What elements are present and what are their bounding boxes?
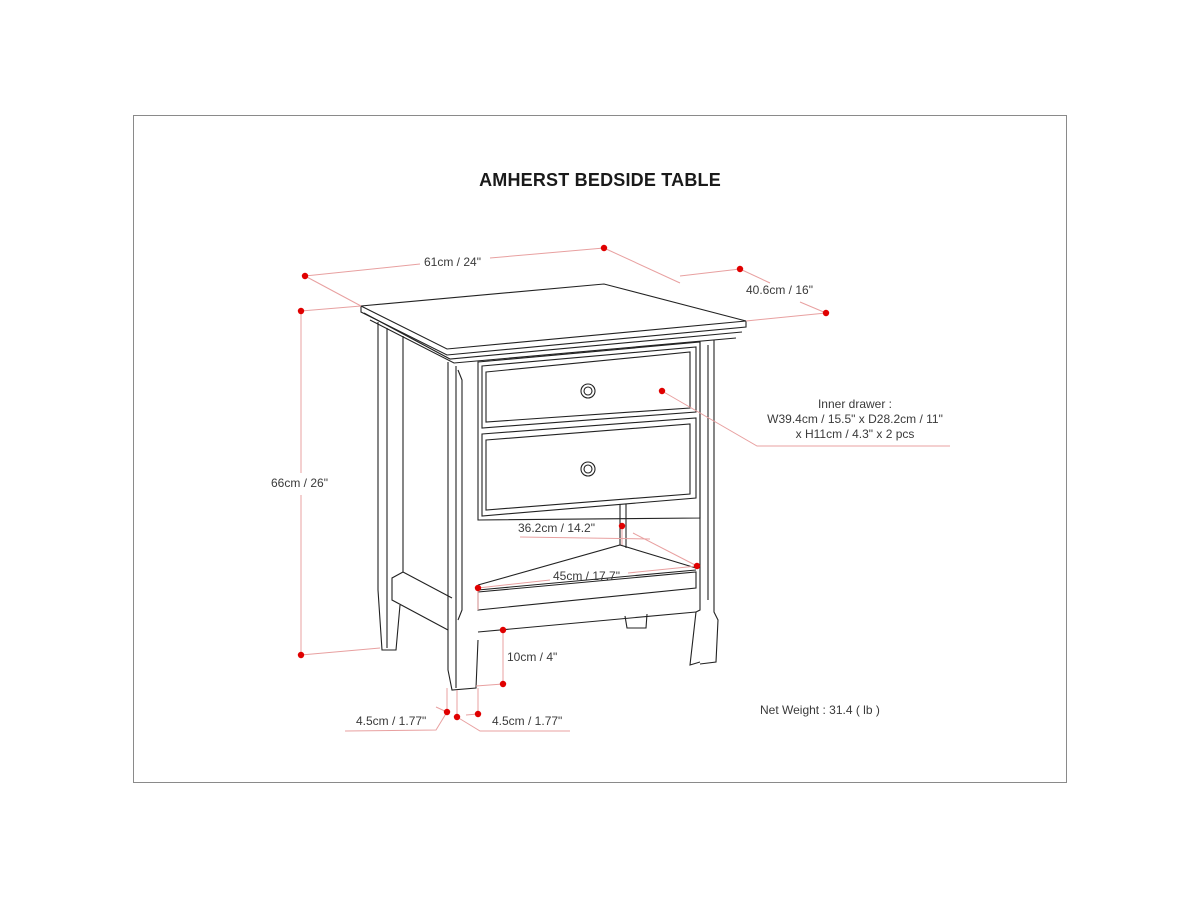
table-outline — [359, 283, 747, 691]
height-label: 66cm / 26" — [271, 476, 328, 490]
net-weight-label: Net Weight : 31.4 ( lb ) — [760, 703, 880, 717]
depth-label: 40.6cm / 16" — [746, 283, 813, 297]
dimension-dots — [297, 244, 830, 721]
width-label: 61cm / 24" — [424, 255, 481, 269]
inner-drawer-line2: x H11cm / 4.3" x 2 pcs — [795, 427, 915, 441]
shelf-width-label: 45cm / 17.7" — [553, 569, 620, 583]
leg-width-right-label: 4.5cm / 1.77" — [492, 714, 563, 728]
leg-width-left-label: 4.5cm / 1.77" — [356, 714, 427, 728]
shelf-depth-label: 36.2cm / 14.2" — [518, 521, 595, 535]
diagram-frame — [133, 115, 1067, 783]
diagram-title: AMHERST BEDSIDE TABLE — [479, 170, 721, 190]
inner-drawer-line1: W39.4cm / 15.5" x D28.2cm / 11" — [767, 412, 943, 426]
dimension-lines — [300, 247, 950, 732]
inner-drawer-title: Inner drawer : — [817, 397, 893, 411]
leg-clearance-label: 10cm / 4" — [507, 650, 558, 664]
